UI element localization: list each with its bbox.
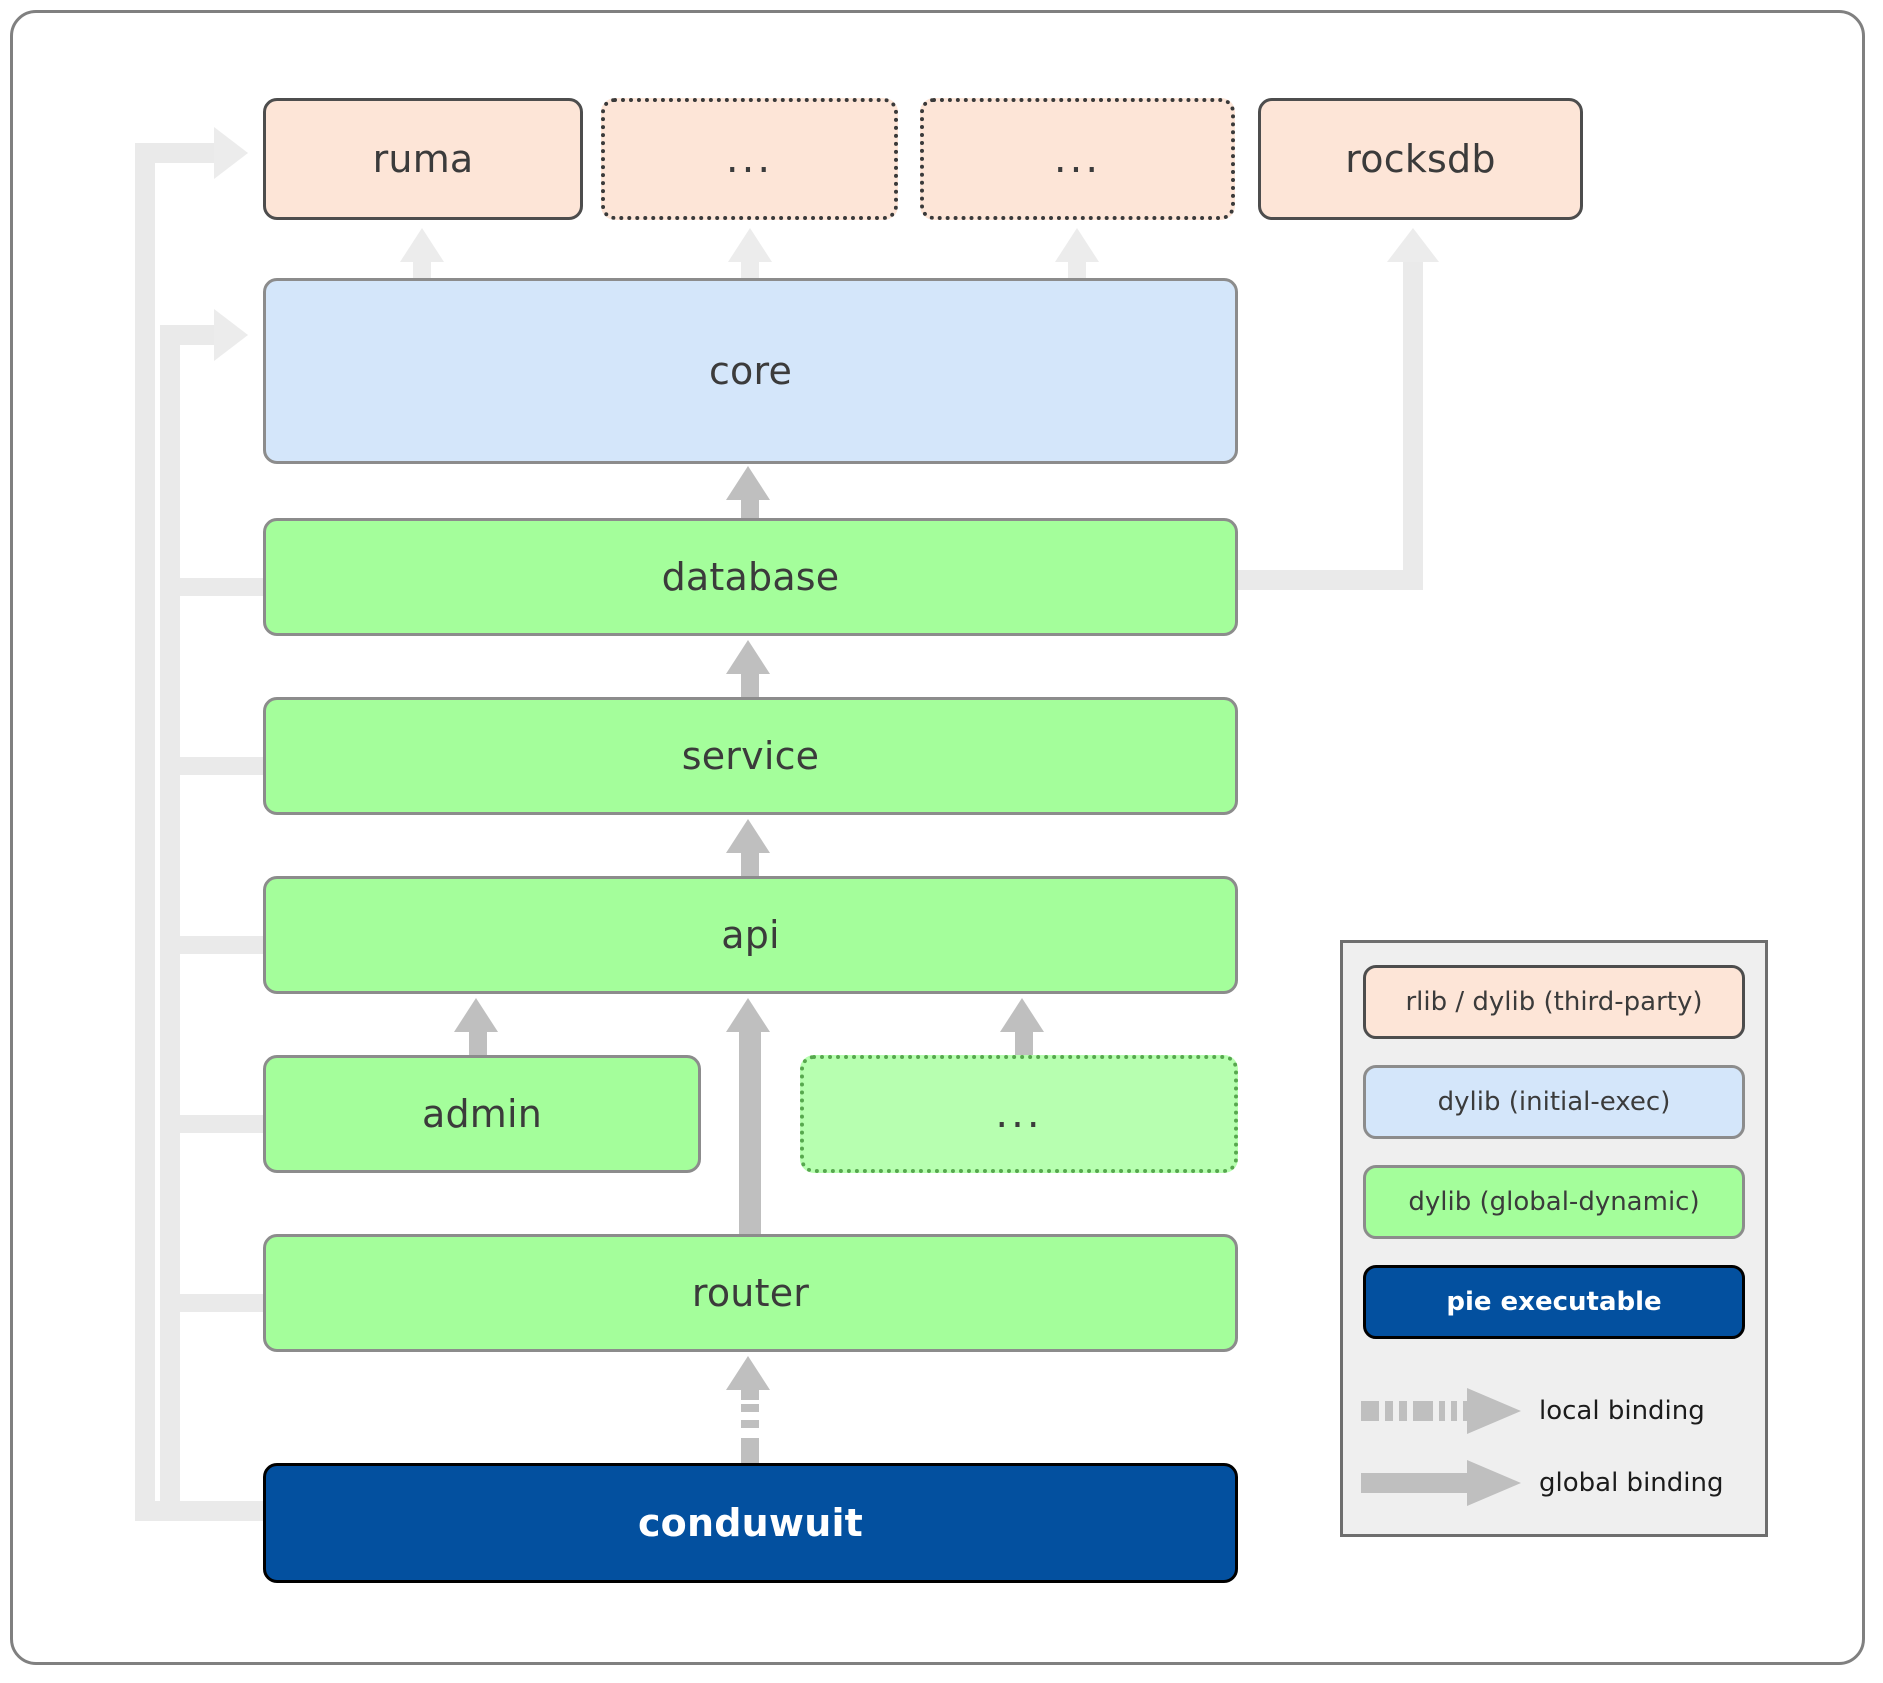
node-global-dynamic-more[interactable]: ... (800, 1055, 1238, 1173)
node-admin-label: admin (421, 1092, 543, 1136)
node-admin[interactable]: admin (263, 1055, 701, 1173)
bus-inner-vertical (160, 325, 180, 1521)
edge-admin-to-api (454, 998, 502, 1062)
local-binding-arrow-icon (1361, 1388, 1521, 1434)
bus-inner-to-core (160, 325, 220, 345)
legend-label-pie-executable: pie executable (1446, 1287, 1662, 1317)
legend-label-third-party: rlib / dylib (third-party) (1405, 987, 1703, 1017)
legend-label-global-dynamic: dylib (global-dynamic) (1408, 1187, 1700, 1217)
node-ruma[interactable]: ruma (263, 98, 583, 220)
node-service-label: service (681, 734, 820, 778)
legend-swatch-initial-exec: dylib (initial-exec) (1363, 1065, 1745, 1139)
bus-branch-service (160, 757, 265, 775)
node-rocksdb-label: rocksdb (1345, 137, 1496, 181)
node-database[interactable]: database (263, 518, 1238, 636)
legend-row-local-binding: local binding (1361, 1381, 1753, 1441)
legend-swatch-third-party: rlib / dylib (third-party) (1363, 965, 1745, 1039)
node-router[interactable]: router (263, 1234, 1238, 1352)
bus-branch-database (160, 578, 265, 596)
node-global-dynamic-more-label: ... (995, 1091, 1043, 1137)
legend-row-global-binding: global binding (1361, 1453, 1753, 1513)
legend-swatch-global-dynamic: dylib (global-dynamic) (1363, 1165, 1745, 1239)
node-ruma-label: ruma (372, 137, 474, 181)
node-third-party-more-2-label: ... (1053, 136, 1102, 182)
node-router-label: router (691, 1271, 810, 1315)
edge-service-to-database (726, 640, 774, 704)
node-database-label: database (661, 555, 840, 599)
bus-conduwuit-to-ruma-vertical (135, 143, 155, 1521)
node-third-party-more-1-label: ... (725, 136, 774, 182)
node-conduwuit[interactable]: conduwuit (263, 1463, 1238, 1583)
arrowhead-rocksdb-in (1387, 228, 1439, 262)
node-core[interactable]: core (263, 278, 1238, 464)
local-binding-dashes (741, 1404, 759, 1434)
node-rocksdb[interactable]: rocksdb (1258, 98, 1583, 220)
edge-database-to-rocksdb-horizontal (1238, 570, 1423, 590)
node-service[interactable]: service (263, 697, 1238, 815)
bus-branch-admin (160, 1115, 265, 1133)
bus-branch-api (160, 936, 265, 954)
node-core-label: core (708, 349, 793, 393)
edge-router-to-api (726, 998, 774, 1252)
legend-panel: rlib / dylib (third-party) dylib (initia… (1340, 940, 1768, 1537)
node-third-party-more-1[interactable]: ... (601, 98, 898, 220)
arrowhead-ruma-in (214, 127, 248, 179)
edge-global-dynamic-more-to-api (1000, 998, 1048, 1062)
node-api-label: api (721, 913, 780, 957)
legend-label-global-binding: global binding (1539, 1468, 1724, 1498)
node-third-party-more-2[interactable]: ... (920, 98, 1235, 220)
legend-swatch-pie-executable: pie executable (1363, 1265, 1745, 1339)
edge-database-to-core (726, 466, 774, 530)
legend-label-local-binding: local binding (1539, 1396, 1705, 1426)
edge-conduwuit-to-router (726, 1356, 774, 1472)
bus-branch-router (160, 1294, 265, 1312)
arrowhead-core-in (214, 309, 248, 361)
edge-api-to-service (726, 819, 774, 883)
legend-label-initial-exec: dylib (initial-exec) (1437, 1087, 1671, 1117)
bus-inner-bottom (160, 1501, 265, 1521)
global-binding-arrow-icon (1361, 1460, 1521, 1506)
node-api[interactable]: api (263, 876, 1238, 994)
bus-conduwuit-to-ruma-top (135, 143, 220, 163)
node-conduwuit-label: conduwuit (637, 1501, 864, 1545)
edge-database-to-rocksdb-vertical (1403, 262, 1423, 580)
